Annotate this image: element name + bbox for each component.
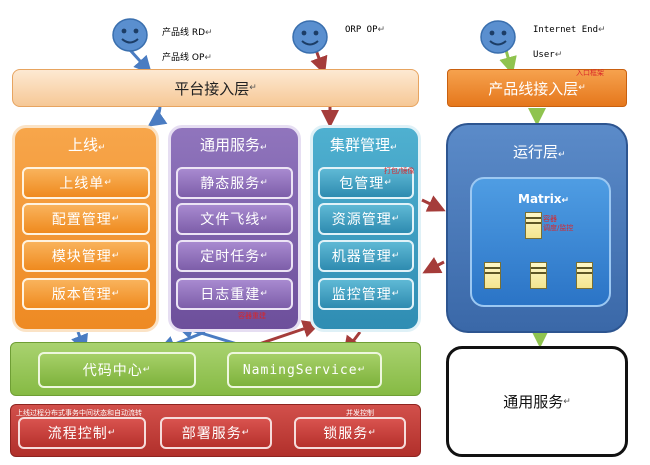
arrow-runtime-to-cluster [422, 257, 445, 274]
cluster-item-2: 机器管理↵ [318, 240, 414, 272]
online-item-2: 模块管理↵ [22, 240, 150, 272]
platform-access-layer: 平台接入层 ↵ [12, 69, 419, 107]
naming-service-box: NamingService↵ [227, 352, 382, 388]
bottom-item-lock: 锁服务↵ [294, 417, 406, 449]
arrow-platform-to-online [147, 104, 168, 127]
product-access-layer-label: 产品线接入层 [488, 79, 579, 98]
code-center-box: 代码中心↵ [38, 352, 196, 388]
general-service-title: 通用服务↵ [200, 136, 268, 154]
actor-internet-label: Internet End↵ [533, 25, 606, 35]
arrow-rd-to-platform [128, 48, 153, 75]
general-service-item-1: 文件飞线↵ [176, 203, 293, 235]
online-title: 上线↵ [68, 136, 106, 154]
bottom-item-deploy: 部署服务↵ [160, 417, 272, 449]
matrix-title: Matrix↵ [518, 192, 570, 206]
online-item-1: 配置管理↵ [22, 203, 150, 235]
smiley-icon-rd [112, 18, 148, 52]
general-service-item-3: 日志重建↵ [176, 278, 293, 310]
actor-orp-label: ORP OP↵ [345, 25, 386, 35]
platform-access-layer-label: 平台接入层 [174, 79, 250, 98]
bottom-note-right: 并发控制 [346, 409, 374, 417]
general-service-note: 容器重建 [238, 312, 266, 320]
server-icon-3 [530, 262, 547, 289]
product-layer-note: 入口框架 [576, 69, 604, 77]
cluster-note: 打包/镜像 [384, 167, 415, 175]
arrow-orp-to-platform [310, 49, 328, 75]
cluster-item-0: 包管理↵ [318, 167, 414, 199]
actor-user-label: User↵ [533, 50, 563, 60]
server-icon-2 [484, 262, 501, 289]
general-service-box-label: 通用服务 [503, 393, 564, 411]
bottom-note-left: 上线过程分布式事务中间状态和自动流转 [16, 409, 142, 417]
online-item-3: 版本管理↵ [22, 278, 150, 310]
smiley-icon-orp [292, 20, 328, 54]
general-service-box: 通用服务 ↵ [446, 346, 628, 457]
server-icon-4 [576, 262, 593, 289]
runtime-title: 运行层↵ [513, 143, 566, 161]
actor-rd-label: 产品线 RD↵ [162, 28, 213, 38]
cluster-title: 集群管理↵ [330, 136, 398, 154]
online-item-0: 上线单↵ [22, 167, 150, 199]
actor-op-label: 产品线 OP↵ [162, 53, 212, 63]
matrix-note-2: 调度/监控 [543, 224, 574, 232]
bottom-item-flow-control: 流程控制↵ [18, 417, 146, 449]
general-service-item-2: 定时任务↵ [176, 240, 293, 272]
product-access-layer: 产品线接入层 ↵ [447, 69, 627, 107]
matrix-note-1: 容器 [543, 215, 557, 223]
server-icon-1 [525, 212, 542, 239]
cluster-item-1: 资源管理↵ [318, 203, 414, 235]
cluster-item-3: 监控管理↵ [318, 278, 414, 310]
arrow-cluster-to-runtime [421, 195, 446, 212]
arrow-user-to-product [499, 49, 517, 75]
smiley-icon-user [480, 20, 516, 54]
general-service-item-0: 静态服务↵ [176, 167, 293, 199]
